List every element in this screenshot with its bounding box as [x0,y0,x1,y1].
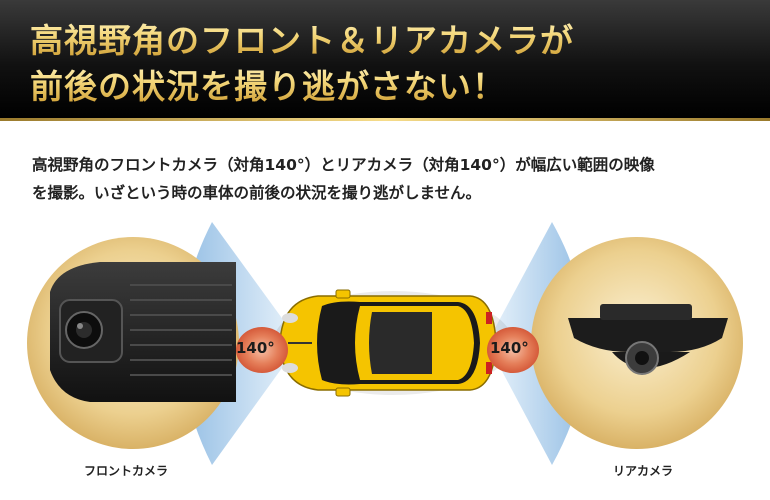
description-line2: を撮影。いざという時の車体の前後の状況を撮り逃がしません。 [32,184,482,202]
front-angle-badge [236,327,288,373]
front-camera-device [50,262,236,402]
description: 高視野角のフロントカメラ（対角140°）とリアカメラ（対角140°）が幅広い範囲… [32,151,752,207]
front-camera-label: フロントカメラ [84,464,169,478]
front-angle-label: 140° [236,339,275,357]
rear-camera-device [568,304,728,375]
header-banner: 高視野角のフロント＆リアカメラが 前後の状況を撮り逃がさない！ [0,0,770,118]
rear-angle-label: 140° [490,339,529,357]
car-top-view [273,289,513,397]
header-divider [0,118,770,121]
header-title-line1: 高視野角のフロント＆リアカメラが [30,14,574,62]
description-line1: 高視野角のフロントカメラ（対角140°）とリアカメラ（対角140°）が幅広い範囲… [32,156,655,174]
rear-angle-badge [487,327,539,373]
header-title-line2: 前後の状況を撮り逃がさない！ [30,60,506,108]
rear-camera-label: リアカメラ [613,464,674,478]
